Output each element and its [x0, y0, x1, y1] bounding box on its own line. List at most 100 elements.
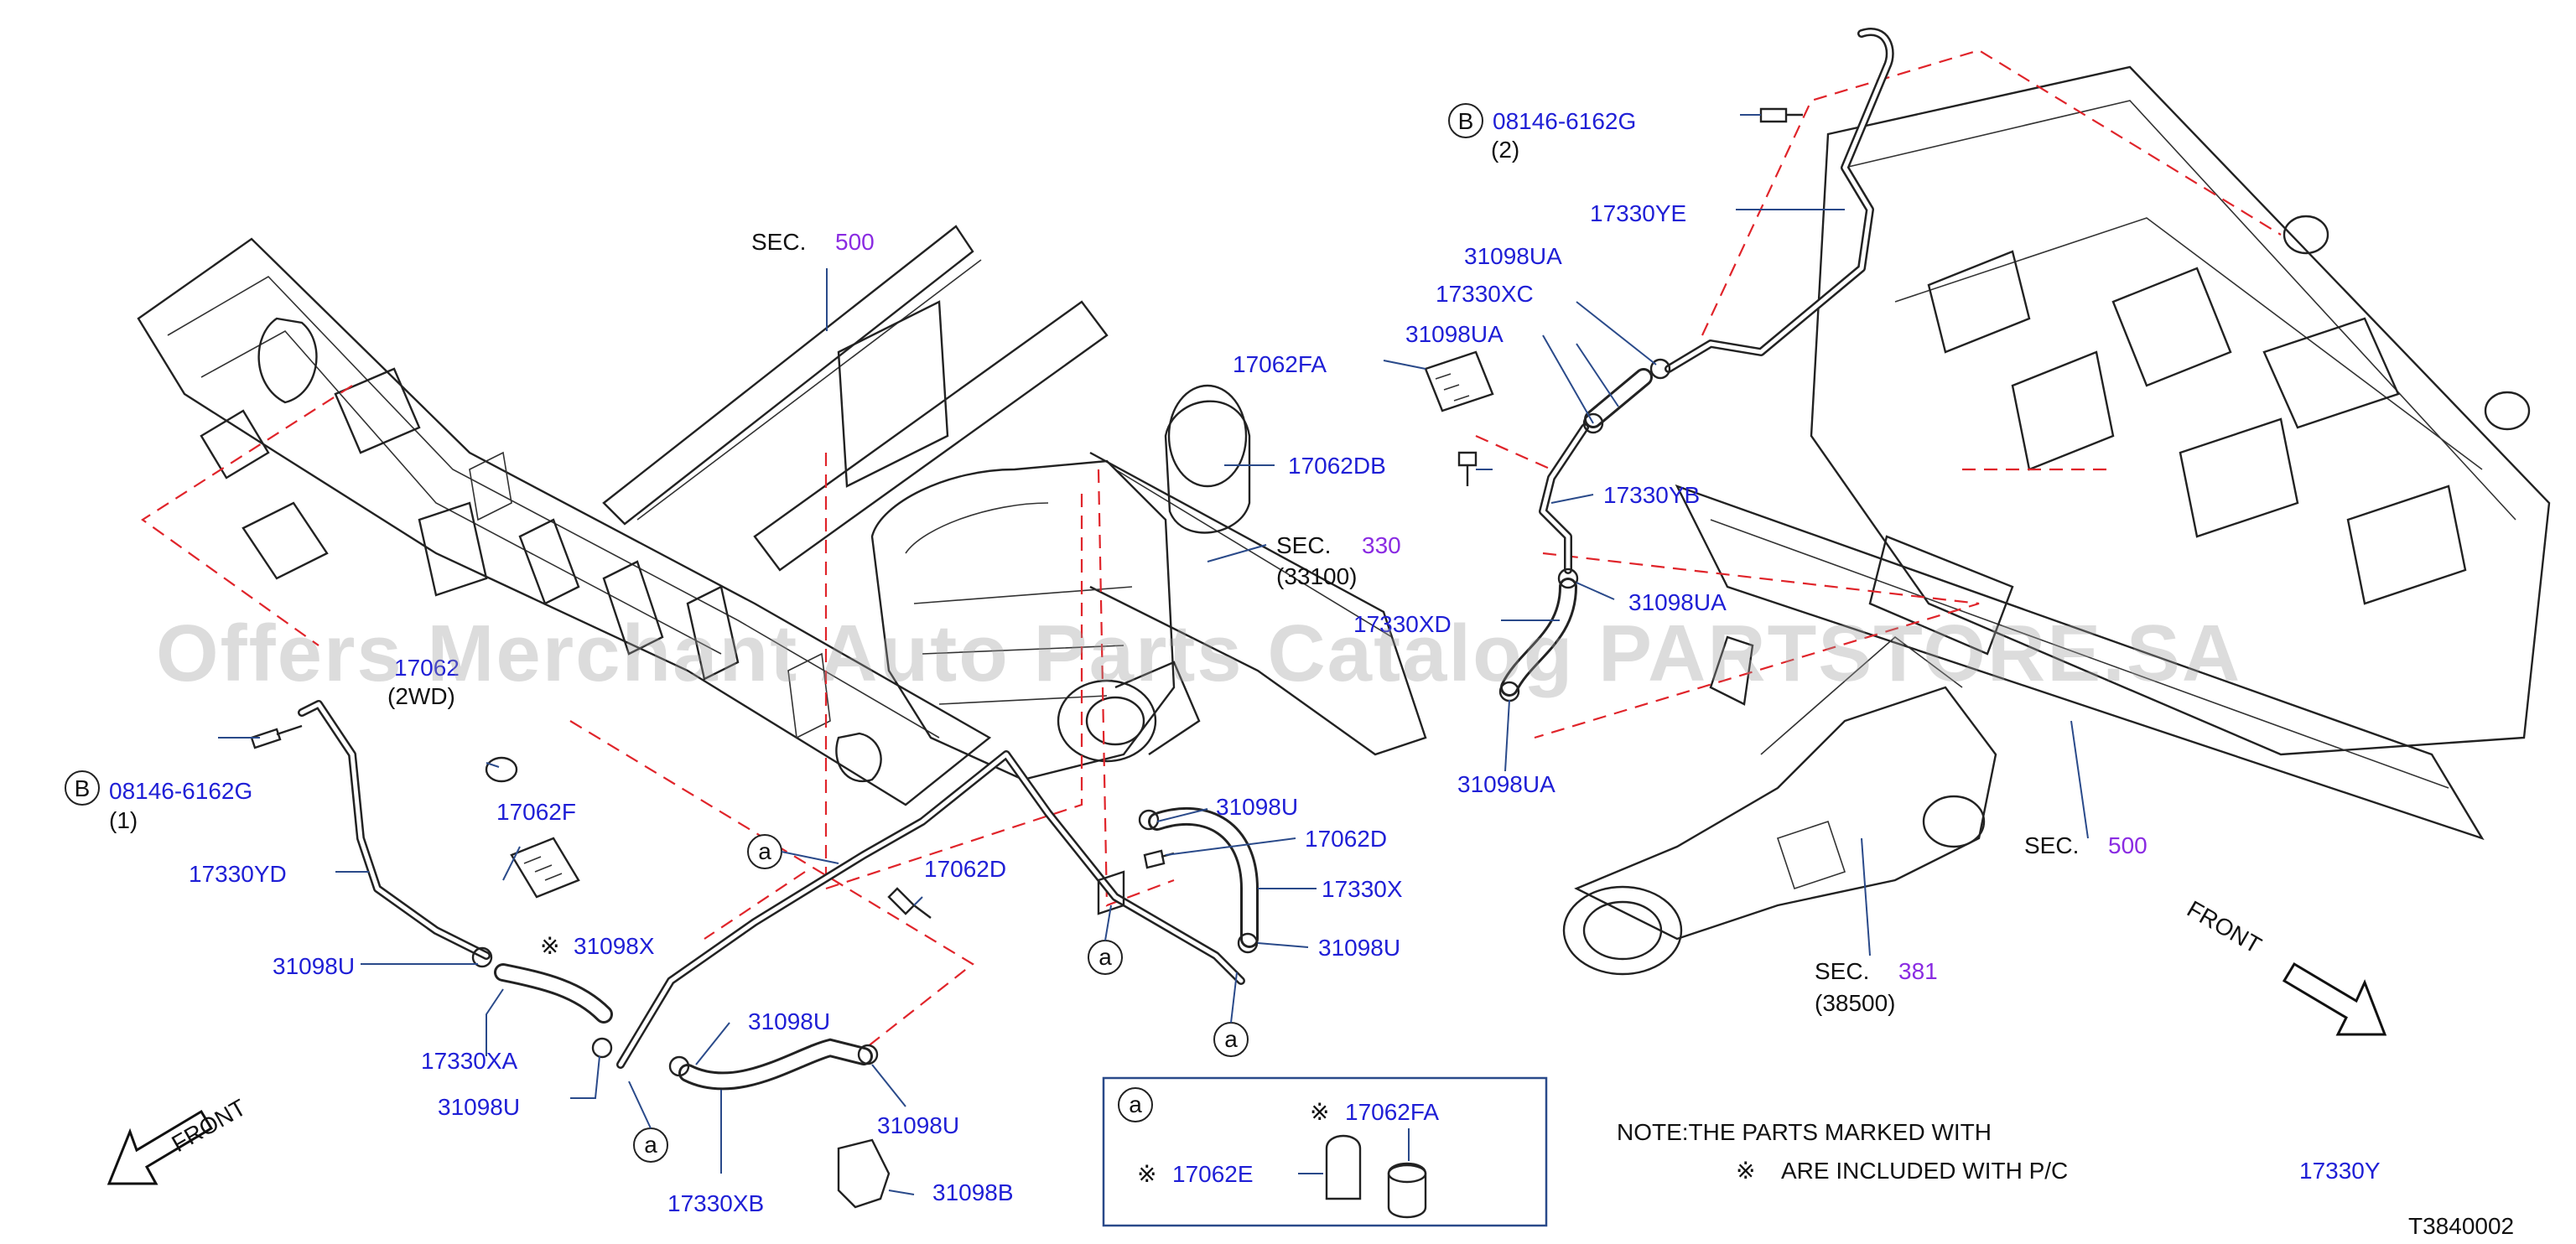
- note-line-1: NOTE:THE PARTS MARKED WITH: [1617, 1119, 1992, 1145]
- svg-text:SEC.: SEC.: [1815, 958, 1869, 984]
- hose-17330x: [1148, 806, 1259, 948]
- label-17062f: 17062F: [496, 799, 576, 825]
- rear-axle-drawing: [1562, 535, 2014, 976]
- label-2wd: (2WD): [387, 683, 455, 709]
- bolts: [250, 107, 1803, 919]
- right-body-floor-drawing: [1675, 65, 2551, 841]
- inset-label-17062e: 17062E: [1172, 1161, 1254, 1187]
- label-31098ua-3: 31098UA: [1628, 589, 1727, 615]
- svg-text:a: a: [1224, 1026, 1238, 1052]
- label-17330xd: 17330XD: [1353, 611, 1452, 637]
- inset-symbol-1: ※: [1310, 1099, 1329, 1125]
- svg-text:381: 381: [1898, 958, 1938, 984]
- inset-label-17062fa: 17062FA: [1345, 1099, 1439, 1125]
- label-31098x: 31098X: [574, 933, 655, 959]
- section-ref-500-top: SEC. 500: [751, 229, 875, 255]
- section-ref-381: SEC. 381 (38500): [1815, 958, 1938, 1016]
- clip-31098b: [837, 1138, 891, 1209]
- label-08146-6162g-left: 08146-6162G: [109, 778, 252, 804]
- svg-text:330: 330: [1362, 532, 1401, 558]
- alignment-dashed-lines: [141, 49, 2282, 1057]
- label-17062db: 17062DB: [1288, 453, 1386, 479]
- left-breather-tube-17330yd: [298, 700, 491, 960]
- detail-inset-a: a ※ 17062FA ※ 17062E: [1102, 1076, 1548, 1227]
- marker-b-right: B: [1448, 103, 1483, 138]
- label-17330yd: 17330YD: [189, 861, 287, 887]
- label-17062-2wd: 17062: [394, 655, 460, 681]
- note-block: NOTE:THE PARTS MARKED WITH ※ ARE INCLUDE…: [1617, 1119, 2381, 1184]
- label-08146-6162g-right: 08146-6162G: [1493, 108, 1636, 134]
- inset-clip-17062e: [1325, 1134, 1362, 1200]
- label-17330xa: 17330XA: [421, 1048, 518, 1074]
- label-31098u-l1: 31098U: [273, 953, 355, 979]
- label-31098u-l2: 31098U: [438, 1094, 520, 1120]
- svg-text:a: a: [644, 1132, 657, 1158]
- front-label-right: FRONT: [2183, 895, 2266, 958]
- front-arrow-right: FRONT: [2183, 895, 2387, 1036]
- label-17330xb: 17330XB: [667, 1190, 764, 1216]
- label-31098u-c2: 31098U: [1318, 935, 1400, 961]
- center-breather-tube: [616, 750, 1245, 1069]
- front-arrow-left: FRONT: [106, 1094, 251, 1185]
- label-qty-1: (1): [109, 807, 138, 833]
- svg-text:SEC.: SEC.: [1276, 532, 1331, 558]
- hose-17330xb: [678, 1038, 873, 1091]
- left-crossmember-drawing: [137, 237, 992, 806]
- label-qty-2: (2): [1491, 137, 1519, 163]
- label-31098ua-2: 31098UA: [1405, 321, 1504, 347]
- label-31098ua-4: 31098UA: [1457, 771, 1555, 797]
- section-ref-330: SEC. 330 (33100): [1276, 532, 1401, 589]
- marker-a-4: a: [1213, 972, 1249, 1057]
- watermark-text: Offers Merchant Auto Parts Catalog PARTS…: [156, 609, 2241, 698]
- tube-17330yb: [1539, 423, 1589, 574]
- label-31098b: 31098B: [932, 1179, 1014, 1205]
- label-17330yb: 17330YB: [1603, 482, 1700, 508]
- bracket-17062d: [1097, 870, 1125, 915]
- label-31098u-m1: 31098U: [748, 1008, 830, 1034]
- svg-text:SEC.: SEC.: [751, 229, 806, 255]
- label-17330xc: 17330XC: [1436, 281, 1534, 307]
- connector-17062f: [510, 837, 580, 899]
- hose-17330xd: [1500, 578, 1577, 697]
- main-frame-rail-drawing: [602, 225, 1427, 756]
- diagram-id: T3840002: [2408, 1213, 2514, 1239]
- connector-17062fa: [1424, 350, 1494, 412]
- svg-text:(33100): (33100): [1276, 563, 1358, 589]
- svg-text:SEC.: SEC.: [2024, 832, 2079, 858]
- hose-17330xc: [1584, 368, 1653, 428]
- label-31098u-m2: 31098U: [877, 1112, 959, 1138]
- marked-symbol-31098x: ※: [540, 933, 559, 959]
- marker-a-2: a: [628, 1081, 668, 1163]
- label-17062d-left: 17062D: [924, 856, 1006, 882]
- svg-text:B: B: [1458, 108, 1474, 134]
- transfer-case-drawing: [870, 384, 1251, 781]
- left-hose-17330xa: [494, 963, 613, 1024]
- marker-a-1: a: [747, 834, 839, 869]
- inset-grommet-17062fa: [1387, 1162, 1427, 1219]
- svg-text:500: 500: [835, 229, 875, 255]
- label-17062d-center: 17062D: [1305, 826, 1387, 852]
- clamps: [471, 358, 1671, 1077]
- note-symbol: ※: [1736, 1158, 1755, 1184]
- part-labels: 08146-6162G (1) 17062 (2WD) 17062F 17330…: [109, 108, 1727, 1216]
- section-ref-500-right: SEC. 500: [2024, 832, 2148, 858]
- leader-lines: [218, 114, 2089, 1195]
- inset-symbol-2: ※: [1137, 1161, 1156, 1187]
- marker-b-left: B: [65, 770, 100, 806]
- label-17062fa: 17062FA: [1233, 351, 1327, 377]
- label-17330x: 17330X: [1322, 876, 1403, 902]
- svg-text:a: a: [1098, 944, 1112, 970]
- svg-text:B: B: [75, 775, 91, 801]
- note-kit-part: 17330Y: [2299, 1158, 2381, 1184]
- marker-a-3: a: [1088, 904, 1123, 975]
- label-31098u-c1: 31098U: [1216, 794, 1298, 820]
- svg-text:a: a: [758, 838, 771, 864]
- grommet-17062-2wd: [485, 756, 518, 783]
- svg-text:500: 500: [2108, 832, 2148, 858]
- inset-marker-a: a: [1129, 1091, 1142, 1117]
- right-breather-tube-17330ye: [1665, 28, 1894, 373]
- label-17330ye: 17330YE: [1590, 200, 1686, 226]
- label-31098ua-1: 31098UA: [1464, 243, 1562, 269]
- svg-text:(38500): (38500): [1815, 990, 1896, 1016]
